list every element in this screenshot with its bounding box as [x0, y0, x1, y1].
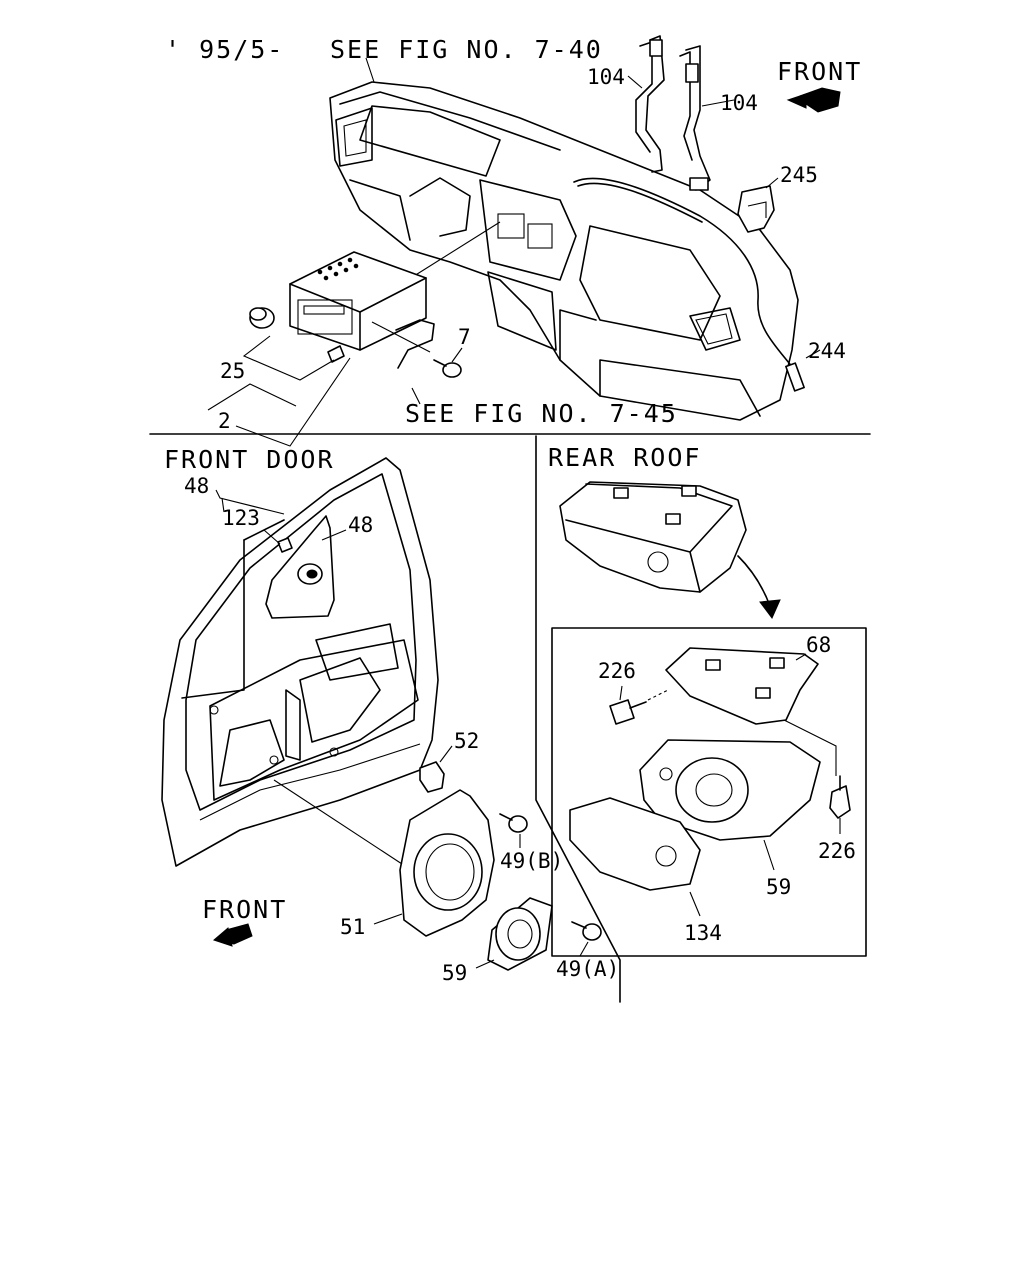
- callout-123: 123: [222, 506, 260, 530]
- front-arrow-top-icon: [786, 87, 841, 113]
- roof-speaker-59: [639, 739, 821, 841]
- rear-roof-detail-box: [551, 627, 867, 957]
- callout-52: 52: [454, 729, 479, 753]
- front-label-bottom: FRONT: [202, 895, 287, 924]
- callout-51: 51: [340, 915, 365, 939]
- ref-fig-7-40: SEE FIG NO. 7-40: [330, 35, 603, 64]
- clip-245: [737, 185, 775, 233]
- front-door-title: FRONT DOOR: [164, 445, 335, 474]
- callout-25: 25: [220, 359, 245, 383]
- callout-244: 244: [808, 339, 846, 363]
- bolt-226-right: [829, 775, 851, 819]
- callout-226-left: 226: [598, 659, 636, 683]
- callout-7: 7: [458, 325, 471, 349]
- front-door-panel: [161, 457, 439, 867]
- callout-68: 68: [806, 633, 831, 657]
- harness-bracket-right: [679, 45, 711, 191]
- tweeter-mount-48: [265, 515, 335, 619]
- date-code: ' 95/5-: [165, 35, 284, 64]
- screw-49b: [499, 813, 528, 833]
- ref-fig-7-45: SEE FIG NO. 7-45: [405, 399, 678, 428]
- callout-104-left: 104: [587, 65, 625, 89]
- callout-226-right: 226: [818, 839, 856, 863]
- callout-48-left: 48: [184, 474, 209, 498]
- grommet-52: [419, 761, 445, 793]
- speaker-bracket-51: [399, 789, 495, 937]
- callout-49a: 49(A): [556, 957, 619, 981]
- callout-134: 134: [684, 921, 722, 945]
- bolt-226-left: [609, 699, 647, 725]
- bracket-68: [665, 647, 819, 725]
- front-label-top: FRONT: [777, 57, 862, 86]
- divider-vertical: [535, 435, 621, 1003]
- knob-25: [249, 307, 275, 329]
- screw-7: [433, 359, 462, 378]
- callout-59-roof: 59: [766, 875, 791, 899]
- callout-104-right: 104: [720, 91, 758, 115]
- instrument-panel: [329, 81, 799, 421]
- front-arrow-bottom-icon: [213, 923, 253, 947]
- rear-roof-speaker-assembly: [559, 481, 747, 593]
- radio-unit: [289, 251, 435, 369]
- callout-245: 245: [780, 163, 818, 187]
- speaker-grille-134: [569, 797, 701, 891]
- callout-59-door: 59: [442, 961, 467, 985]
- door-speaker-59: [487, 897, 553, 971]
- screw-49a: [571, 921, 602, 941]
- callout-49b: 49(B): [500, 849, 563, 873]
- callout-2: 2: [218, 409, 231, 433]
- rear-roof-title: REAR ROOF: [548, 443, 701, 472]
- harness-bracket-left: [635, 35, 665, 173]
- antenna-cable: [573, 177, 805, 392]
- callout-48-right: 48: [348, 513, 373, 537]
